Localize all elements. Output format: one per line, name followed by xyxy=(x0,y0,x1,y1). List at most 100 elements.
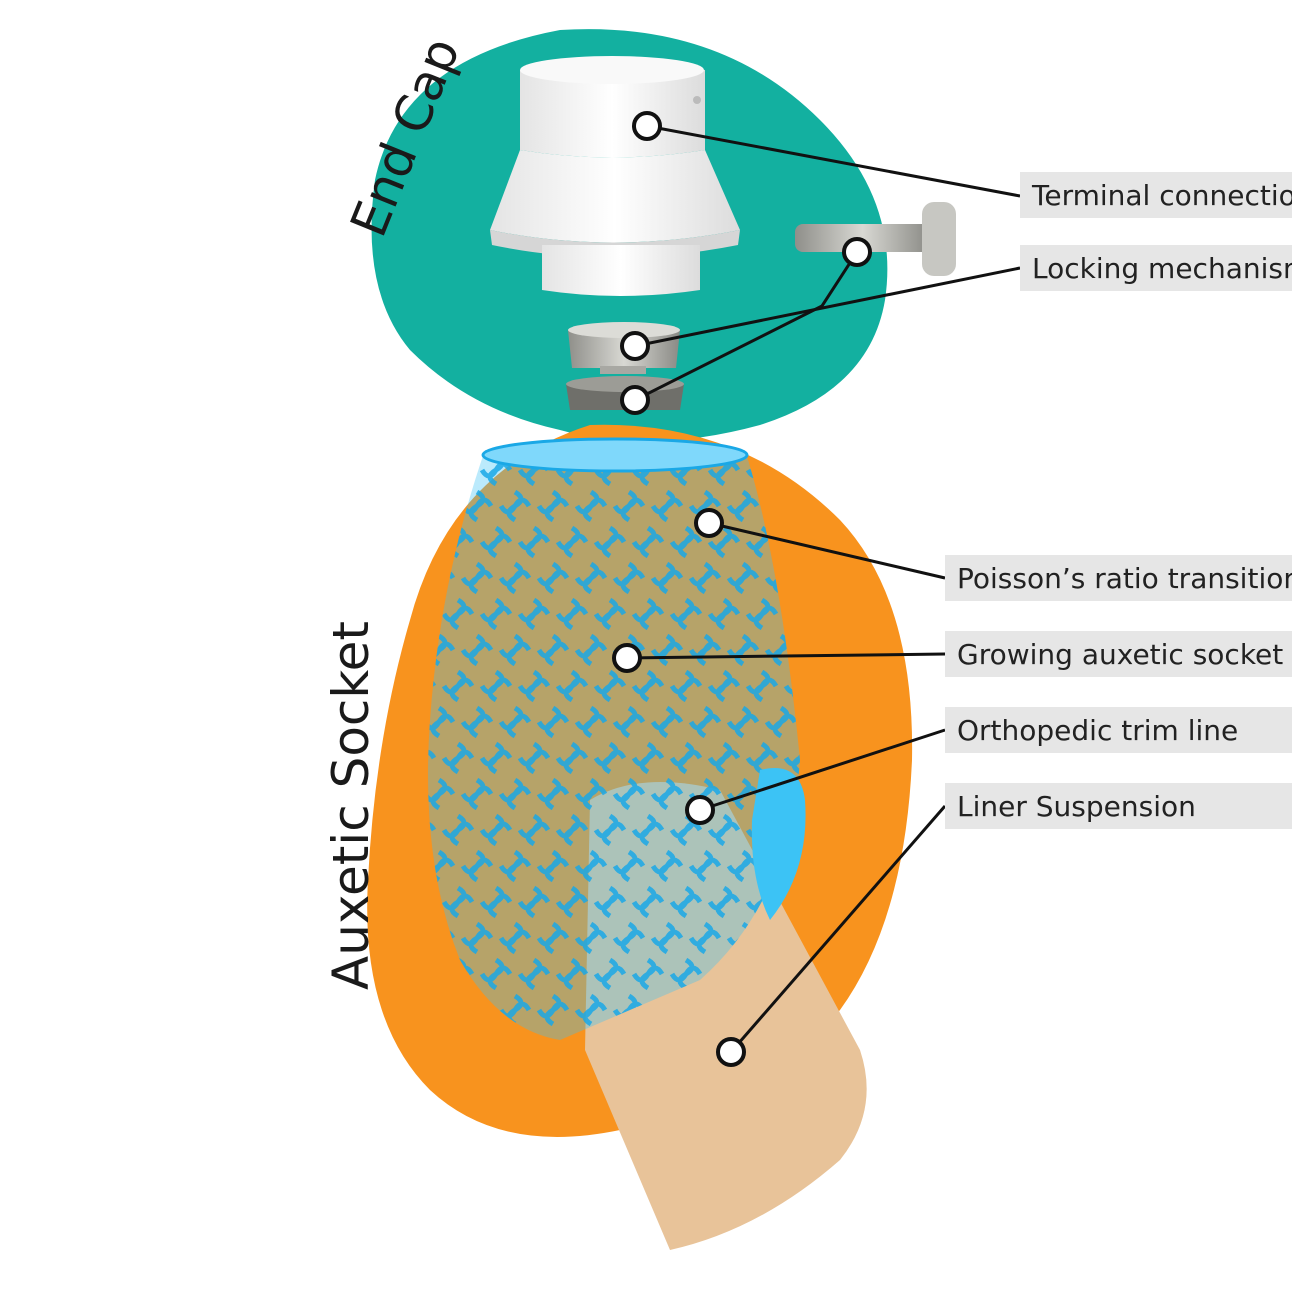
lattice-cell xyxy=(479,597,513,631)
lattice-cell xyxy=(555,669,589,703)
lattice-cell xyxy=(536,777,570,811)
lattice-cell xyxy=(707,597,741,631)
lattice-cell xyxy=(441,741,475,775)
lattice-cell xyxy=(574,633,608,667)
lattice-cell xyxy=(726,633,760,667)
lattice-cell xyxy=(498,705,532,739)
marker-terminal xyxy=(632,111,662,141)
lattice-cell xyxy=(479,669,513,703)
callout-locking: Locking mechanism xyxy=(1020,245,1292,291)
lattice-cell xyxy=(631,525,665,559)
lattice-cell xyxy=(536,561,570,595)
lattice-cell xyxy=(745,597,779,631)
lattice-cell xyxy=(517,813,551,847)
lattice-cell xyxy=(612,489,646,523)
lattice-cell xyxy=(574,993,608,1027)
lattice-cell xyxy=(555,525,589,559)
lattice-cell xyxy=(669,669,703,703)
leader-lines xyxy=(626,124,1021,1053)
lattice-cell xyxy=(555,597,589,631)
lattice-cell xyxy=(479,813,513,847)
lattice-cell xyxy=(498,849,532,883)
lattice-cell xyxy=(498,489,532,523)
lattice-cell xyxy=(631,741,665,775)
marker-locking-ring xyxy=(620,331,650,361)
lattice-cell xyxy=(479,525,513,559)
liner-suspension-shape xyxy=(585,782,867,1250)
lattice-cell xyxy=(517,525,551,559)
marker-trim-line xyxy=(685,795,715,825)
lattice-cell xyxy=(745,741,779,775)
lattice-cell xyxy=(536,705,570,739)
lattice-cell xyxy=(479,957,513,991)
lattice-cell xyxy=(441,453,475,487)
lattice-cell xyxy=(631,957,665,991)
lattice-cell xyxy=(574,561,608,595)
lattice-cell xyxy=(707,741,741,775)
marker-locking-base xyxy=(620,385,650,415)
lattice-cell xyxy=(593,525,627,559)
lattice-cell xyxy=(688,633,722,667)
lattice-cell xyxy=(441,597,475,631)
lattice-cell xyxy=(441,885,475,919)
lattice-cell xyxy=(555,741,589,775)
lattice-cell xyxy=(574,777,608,811)
lattice-cell xyxy=(460,489,494,523)
lattice-cell xyxy=(441,669,475,703)
lattice-cell xyxy=(707,813,741,847)
lattice-cell xyxy=(650,777,684,811)
lattice-cell xyxy=(726,705,760,739)
lattice-cell xyxy=(593,885,627,919)
lattice-cell xyxy=(574,849,608,883)
lattice-cell xyxy=(460,561,494,595)
lattice-cell xyxy=(479,741,513,775)
lattice-cell xyxy=(669,741,703,775)
lattice-cell xyxy=(593,957,627,991)
callout-markers xyxy=(612,111,872,1067)
lattice-cell xyxy=(574,705,608,739)
lattice-cell xyxy=(536,993,570,1027)
lattice-cell xyxy=(726,561,760,595)
lattice-cell xyxy=(688,921,722,955)
callout-terminal: Terminal connection xyxy=(1020,172,1292,218)
lattice-cell xyxy=(428,453,437,487)
lattice-cell xyxy=(612,561,646,595)
lattice-cell xyxy=(536,849,570,883)
lattice-cell xyxy=(536,921,570,955)
lattice-cell xyxy=(517,885,551,919)
lattice-cell xyxy=(707,885,741,919)
lattice-cell xyxy=(460,849,494,883)
lattice-cell xyxy=(555,885,589,919)
callout-growing-label: Growing auxetic socket xyxy=(957,638,1283,671)
lattice-cell xyxy=(707,669,741,703)
lattice-cell xyxy=(479,885,513,919)
callout-terminal-label: Terminal connection xyxy=(1031,179,1292,212)
lattice-cell xyxy=(460,633,494,667)
callout-liner-label: Liner Suspension xyxy=(957,790,1196,823)
lattice-cell xyxy=(612,705,646,739)
lattice-cell xyxy=(688,561,722,595)
lattice-cell xyxy=(631,669,665,703)
lattice-cell xyxy=(574,489,608,523)
lattice-cell xyxy=(536,489,570,523)
lattice-cell xyxy=(460,705,494,739)
lattice-cell xyxy=(460,777,494,811)
lattice-cell xyxy=(669,597,703,631)
lattice-cell xyxy=(707,525,741,559)
lattice-cell xyxy=(726,849,760,883)
callout-growing: Growing auxetic socket xyxy=(945,631,1292,677)
lattice-cell xyxy=(498,921,532,955)
terminal-connector-part xyxy=(490,56,740,296)
lattice-cell xyxy=(517,669,551,703)
callout-poisson: Poisson’s ratio transition xyxy=(945,555,1292,601)
lattice-cell xyxy=(669,525,703,559)
lattice-cell xyxy=(593,669,627,703)
lattice-cell xyxy=(517,597,551,631)
lattice-cell xyxy=(555,957,589,991)
lattice-cell xyxy=(574,921,608,955)
callout-labels: Terminal connection Locking mechanism Po… xyxy=(945,172,1292,829)
lattice-cell xyxy=(688,849,722,883)
lattice-cell xyxy=(428,777,456,811)
